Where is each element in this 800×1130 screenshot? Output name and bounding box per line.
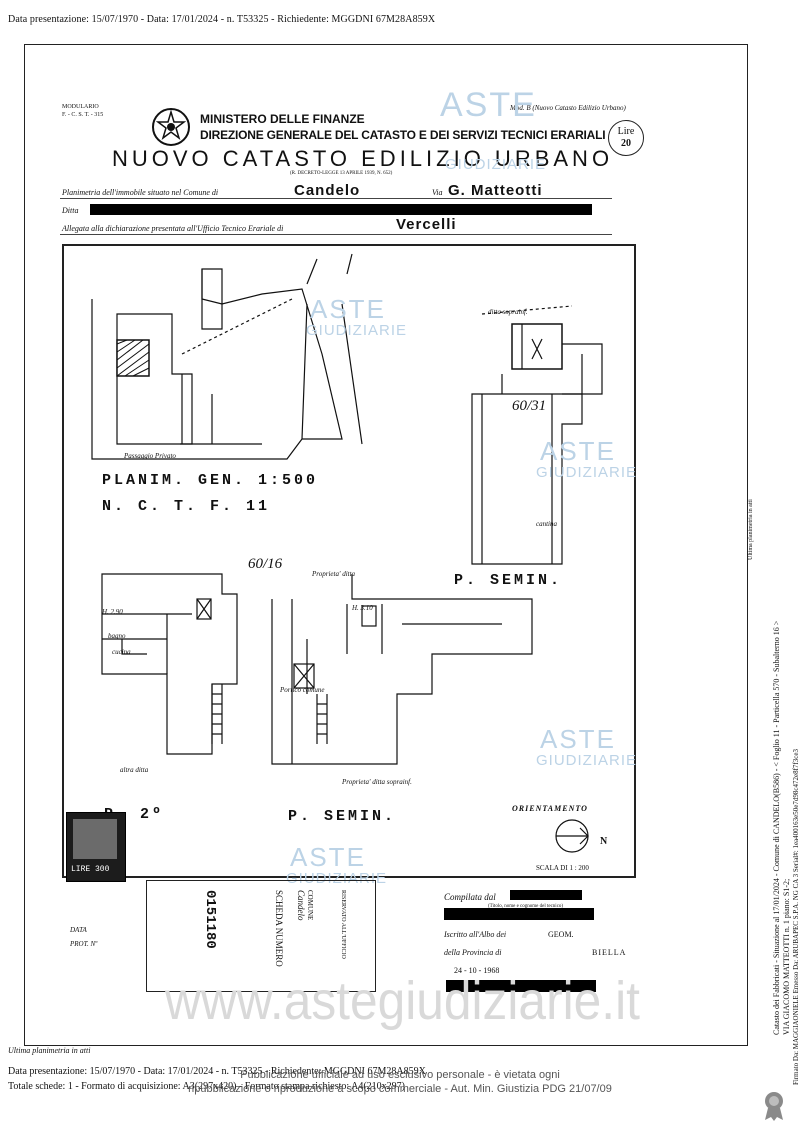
street-label: Via bbox=[432, 188, 443, 197]
redaction-compiler bbox=[510, 890, 582, 900]
basement-title-bottom: P. SEMIN. bbox=[288, 808, 397, 825]
decree-reference: (R. DECRETO-LEGGE 13 APRILE 1939, N. 652… bbox=[290, 171, 393, 176]
side-signature: Firmato Da: MAGGIAONIELE Emesso Da: ARUB… bbox=[792, 749, 800, 1085]
owner-label: Ditta bbox=[62, 206, 79, 215]
general-plan-title: PLANIM. GEN. 1:500 bbox=[102, 472, 319, 489]
label-cantina: cantina bbox=[536, 520, 557, 528]
label-h-value-2: H. 3.10 bbox=[352, 604, 373, 612]
prot-label: PROT. Nº bbox=[70, 940, 98, 948]
watermark-sub-top: GIUDIZIARIE bbox=[445, 156, 547, 173]
redaction-compiler-2 bbox=[444, 908, 594, 920]
orientation-label: ORIENTAMENTO bbox=[512, 804, 588, 813]
label-proprieta-top: Proprieta' ditta bbox=[312, 570, 356, 578]
parcel-ref-1: 60/31 bbox=[512, 398, 547, 414]
watermark-brand-3: ASTE bbox=[540, 436, 616, 466]
field-rule-1 bbox=[60, 198, 612, 199]
date-value: 24 - 10 - 1968 bbox=[454, 966, 500, 975]
disclaimer-line-2: ripubblicazione o riproduzione a scopo c… bbox=[188, 1083, 612, 1095]
north-label: N bbox=[600, 836, 608, 847]
municipality-value: Candelo bbox=[294, 182, 361, 199]
basement-title-right: P. SEMIN. bbox=[454, 572, 563, 589]
label-altra-ditta: altra ditta bbox=[120, 766, 149, 774]
register-value: GEOM. bbox=[548, 930, 574, 939]
sheet-frame bbox=[24, 44, 748, 1046]
revenue-stamp: LIRE 300 bbox=[66, 812, 126, 882]
plan-frame bbox=[62, 244, 636, 878]
watermark-brand-top: ASTE bbox=[440, 86, 537, 124]
disclaimer-line-1: Pubblicazione ufficiale ad uso esclusivo… bbox=[240, 1069, 560, 1081]
watermark-sub-4: GIUDIZIARIE bbox=[536, 752, 638, 769]
municipality-label: Planimetria dell'immobile situato nel Co… bbox=[62, 188, 219, 197]
modulario-label: MODULARIO bbox=[62, 104, 99, 110]
stamp-value: LIRE 300 bbox=[71, 865, 110, 874]
watermark-sub-5: GIUDIZIARIE bbox=[286, 870, 388, 887]
redaction-signature bbox=[446, 980, 596, 992]
side-last-plan: Ultima planimetria in atti bbox=[748, 499, 754, 560]
comune-value: Candelo bbox=[296, 890, 306, 921]
scheda-value: 0151180 bbox=[202, 890, 218, 949]
label-h-value: H. 2.90 bbox=[102, 608, 123, 616]
fee-stamp: Lire 20 bbox=[608, 120, 644, 156]
province-value: BIELLA bbox=[592, 948, 627, 957]
presentation-info-top: Data presentazione: 15/07/1970 - Data: 1… bbox=[8, 14, 436, 25]
watermark-brand-2: ASTE bbox=[310, 294, 386, 324]
watermark-sub-2: GIUDIZIARIE bbox=[306, 322, 408, 339]
nct-reference: N. C. T. F. 11 bbox=[102, 498, 271, 515]
last-plan-note: Ultima planimetria in atti bbox=[8, 1046, 91, 1055]
compiled-by-label: Compilata dal bbox=[444, 892, 496, 902]
presentation-info-bottom: Data presentazione: 15/07/1970 - Data: 1… bbox=[8, 1066, 426, 1077]
watermark-brand-5: ASTE bbox=[290, 842, 366, 872]
modulario-code: F. - C. S. T. - 315 bbox=[62, 112, 104, 118]
office-label: Allegata alla dichiarazione presentata a… bbox=[62, 224, 284, 233]
label-cucina: cucina bbox=[112, 648, 131, 656]
label-ditta-soprainf: ditta soprainf. bbox=[488, 308, 528, 316]
data-label: DATA bbox=[70, 926, 87, 934]
comune-label: COMUNE bbox=[306, 890, 314, 921]
scheda-label: SCHEDA NUMERO bbox=[274, 890, 284, 967]
ribbon-badge-icon bbox=[765, 1092, 783, 1121]
fee-label: Lire bbox=[617, 126, 635, 137]
label-bagno: bagno bbox=[108, 632, 126, 640]
stamp-portrait bbox=[73, 819, 117, 859]
label-portico-comune: Portico comune bbox=[280, 686, 325, 694]
disclaimer: Pubblicazione ufficiale ad uso esclusivo… bbox=[170, 1068, 630, 1096]
acquisition-info: Totale schede: 1 - Formato di acquisizio… bbox=[8, 1081, 405, 1092]
redaction-owner bbox=[90, 204, 592, 215]
label-passaggio: Passaggio Privato bbox=[124, 452, 176, 460]
scale-label: SCALA DI 1 : 200 bbox=[536, 864, 589, 872]
parcel-ref-2: 60/16 bbox=[248, 556, 283, 572]
province-label: della Provincia di bbox=[444, 948, 502, 957]
field-rule-2 bbox=[60, 234, 612, 235]
floor-plan-drawing bbox=[91, 253, 603, 853]
model-b-label: Mod. B (Nuovo Catasto Edilizio Urbano) bbox=[510, 104, 626, 112]
watermark-sub-3: GIUDIZIARIE bbox=[536, 464, 638, 481]
emblem-icon bbox=[152, 108, 190, 146]
catasto-title: NUOVO CATASTO EDILIZIO URBANO bbox=[112, 146, 614, 171]
compiled-by-sub: (Titolo, nome e cognome del tecnico) bbox=[488, 904, 564, 909]
site-watermark: www.astegiudiziarie.it bbox=[165, 971, 640, 1031]
label-proprieta: Proprieta' ditta soprainf. bbox=[342, 778, 412, 786]
scheda-box bbox=[146, 880, 376, 992]
reserved-office: RISERVATO ALL'UFFICIO bbox=[340, 890, 346, 959]
office-value: Vercelli bbox=[396, 216, 457, 233]
watermark-brand-4: ASTE bbox=[540, 724, 616, 754]
register-label: Iscritto all'Albo dei bbox=[444, 930, 507, 939]
directorate-name: DIREZIONE GENERALE DEL CATASTO E DEI SER… bbox=[200, 128, 606, 142]
street-value: G. Matteotti bbox=[448, 182, 543, 199]
side-address: VIA GIACOMO MATTEOTTI n. 1 piano: S1-2; bbox=[782, 878, 791, 1035]
ministry-name: MINISTERO DELLE FINANZE bbox=[200, 112, 365, 126]
side-catasto-info: Catasto dei Fabbricati - Situazione al 1… bbox=[772, 620, 781, 1035]
fee-value: 20 bbox=[621, 138, 631, 149]
